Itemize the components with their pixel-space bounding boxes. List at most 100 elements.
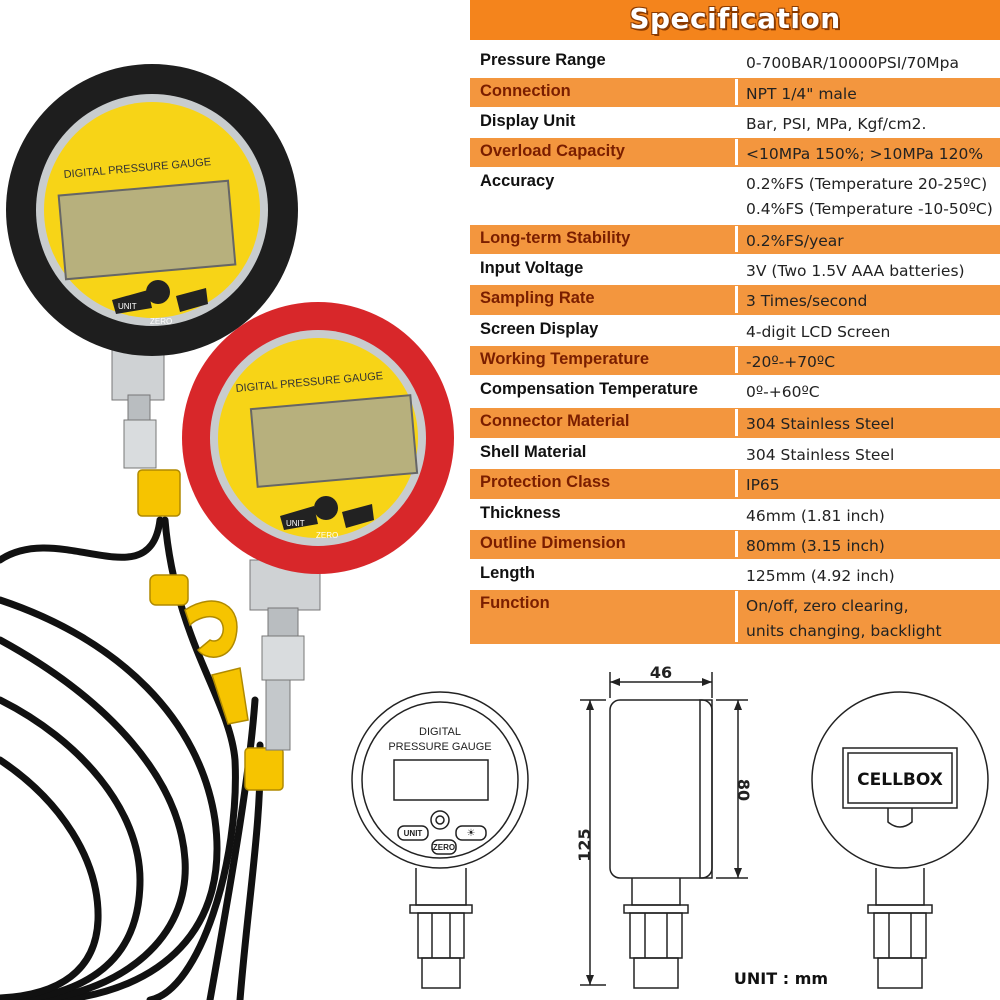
spec-label: Connection — [480, 82, 571, 100]
spec-value: 304 Stainless Steel — [746, 412, 894, 437]
spec-value: 0.2%FS/year — [746, 229, 844, 254]
spec-value: 0-700BAR/10000PSI/70Mpa — [746, 51, 959, 76]
spec-row: Connection NPT 1/4" male — [470, 77, 1000, 107]
front-view-unit: UNIT — [404, 829, 423, 838]
spec-label: Length — [480, 564, 535, 582]
spec-row: Connector Material 304 Stainless Steel — [470, 407, 1000, 438]
spec-label: Screen Display — [480, 320, 599, 338]
product-photo: DIGITAL PRESSURE GAUGE UNIT ZERO DIGITAL… — [0, 64, 454, 1000]
unit-note: UNIT : mm — [734, 969, 828, 988]
spec-row: Overload Capacity <10MPa 150%; >10MPa 120… — [470, 137, 1000, 167]
spec-row: Length 125mm (4.92 inch) — [470, 559, 1000, 589]
spec-value-line: 46mm (1.81 inch) — [746, 507, 885, 525]
black-gauge-zero: ZERO — [150, 317, 172, 326]
spec-value-line: 0-700BAR/10000PSI/70Mpa — [746, 54, 959, 72]
spec-label: Outline Dimension — [480, 534, 626, 552]
spec-divider — [735, 256, 738, 282]
spec-value: NPT 1/4" male — [746, 82, 857, 107]
spec-row: Compensation Temperature 0º-+60ºC — [470, 375, 1000, 407]
front-view-labels: DIGITAL PRESSURE GAUGE UNIT ZERO ☀ — [388, 726, 491, 852]
spec-value-line: 0.2%FS (Temperature 20-25ºC) — [746, 175, 988, 193]
spec-label: Shell Material — [480, 443, 587, 461]
red-gauge-unit: UNIT — [286, 519, 305, 528]
spec-row: Thickness 46mm (1.81 inch) — [470, 499, 1000, 529]
outline-dimension: 80 — [734, 779, 753, 801]
spec-divider — [735, 409, 738, 436]
spec-divider — [735, 470, 738, 497]
red-gauge: DIGITAL PRESSURE GAUGE UNIT ZERO — [182, 302, 454, 574]
black-gauge-unit: UNIT — [118, 302, 137, 311]
spec-divider — [735, 440, 738, 466]
spec-value-line: 0.4%FS (Temperature -10-50ºC) — [746, 200, 993, 218]
spec-value-line: <10MPa 150%; >10MPa 120% — [746, 145, 984, 163]
spec-row: Long-term Stability 0.2%FS/year — [470, 224, 1000, 254]
spec-value: 3V (Two 1.5V AAA batteries) — [746, 259, 965, 284]
spec-row: Accuracy 0.2%FS (Temperature 20-25ºC) 0.4%… — [470, 167, 1000, 224]
spec-label: Connector Material — [480, 412, 630, 430]
spec-label: Compensation Temperature — [480, 380, 698, 398]
red-gauge-fitting — [249, 559, 321, 751]
spec-value: 3 Times/second — [746, 289, 867, 314]
spec-divider — [735, 79, 738, 105]
spec-value: 80mm (3.15 inch) — [746, 534, 885, 559]
spec-value-line: -20º-+70ºC — [746, 353, 836, 371]
spec-value-line: 0º-+60ºC — [746, 383, 820, 401]
brand-label: CELLBOX — [857, 770, 943, 790]
spec-value: IP65 — [746, 473, 780, 498]
spec-value-line: 80mm (3.15 inch) — [746, 537, 885, 555]
spec-divider — [735, 48, 738, 75]
spec-row: Sampling Rate 3 Times/second — [470, 284, 1000, 315]
spec-value: 46mm (1.81 inch) — [746, 504, 885, 529]
spec-value-line: 3 Times/second — [746, 292, 868, 310]
dimension-drawings: DIGITAL PRESSURE GAUGE UNIT ZERO ☀ 46 12… — [351, 663, 989, 989]
black-gauge: DIGITAL PRESSURE GAUGE UNIT ZERO — [6, 64, 298, 356]
hose-clips — [137, 469, 284, 791]
spec-value-line: 125mm (4.92 inch) — [746, 567, 895, 585]
spec-divider — [735, 169, 738, 222]
spec-divider — [735, 591, 738, 642]
black-gauge-fitting — [111, 344, 165, 469]
spec-header: Specification — [470, 0, 1000, 40]
spec-row: Pressure Range 0-700BAR/10000PSI/70Mpa — [470, 46, 1000, 77]
spec-divider — [735, 377, 738, 405]
spec-label: Long-term Stability — [480, 229, 631, 247]
spec-divider — [735, 317, 738, 343]
spec-label: Function — [480, 594, 550, 612]
front-view-drawing — [351, 691, 529, 989]
spec-label: Pressure Range — [480, 51, 606, 69]
spec-label: Thickness — [480, 504, 561, 522]
hose-coils — [0, 516, 264, 1000]
spec-label: Overload Capacity — [480, 142, 625, 160]
spec-label: Display Unit — [480, 112, 576, 130]
thickness-dimension: 46 — [650, 663, 672, 682]
front-view-title-1: DIGITAL — [419, 726, 461, 738]
spec-value-line: 4-digit LCD Screen — [746, 323, 891, 341]
spec-value-line: 304 Stainless Steel — [746, 415, 895, 433]
spec-divider — [735, 501, 738, 527]
spec-divider — [735, 286, 738, 313]
spec-label: Input Voltage — [480, 259, 584, 277]
spec-label: Sampling Rate — [480, 289, 595, 307]
spec-row: Screen Display 4-digit LCD Screen — [470, 315, 1000, 345]
spec-row: Working Temperature -20º-+70ºC — [470, 345, 1000, 375]
spec-value-line: IP65 — [746, 476, 780, 494]
spec-row: Function On/off, zero clearing,units chan… — [470, 589, 1000, 644]
spec-value: 125mm (4.92 inch) — [746, 564, 895, 589]
spec-divider — [735, 347, 738, 373]
spec-value: On/off, zero clearing,units changing, ba… — [746, 594, 942, 644]
spec-value-line: 3V (Two 1.5V AAA batteries) — [746, 262, 965, 280]
spec-value-line: NPT 1/4" male — [746, 85, 857, 103]
spec-value: 0.2%FS (Temperature 20-25ºC) 0.4%FS (Temp… — [746, 172, 993, 222]
spec-value-line: Bar, PSI, MPa, Kgf/cm2. — [746, 115, 927, 133]
spec-divider — [735, 561, 738, 587]
side-view-drawing — [580, 672, 748, 989]
spec-label: Working Temperature — [480, 350, 650, 368]
length-dimension: 125 — [575, 828, 594, 861]
spec-value-line: On/off, zero clearing, — [746, 597, 909, 615]
red-gauge-zero: ZERO — [316, 531, 338, 540]
spec-divider — [735, 109, 738, 135]
spec-label: Accuracy — [480, 172, 555, 190]
